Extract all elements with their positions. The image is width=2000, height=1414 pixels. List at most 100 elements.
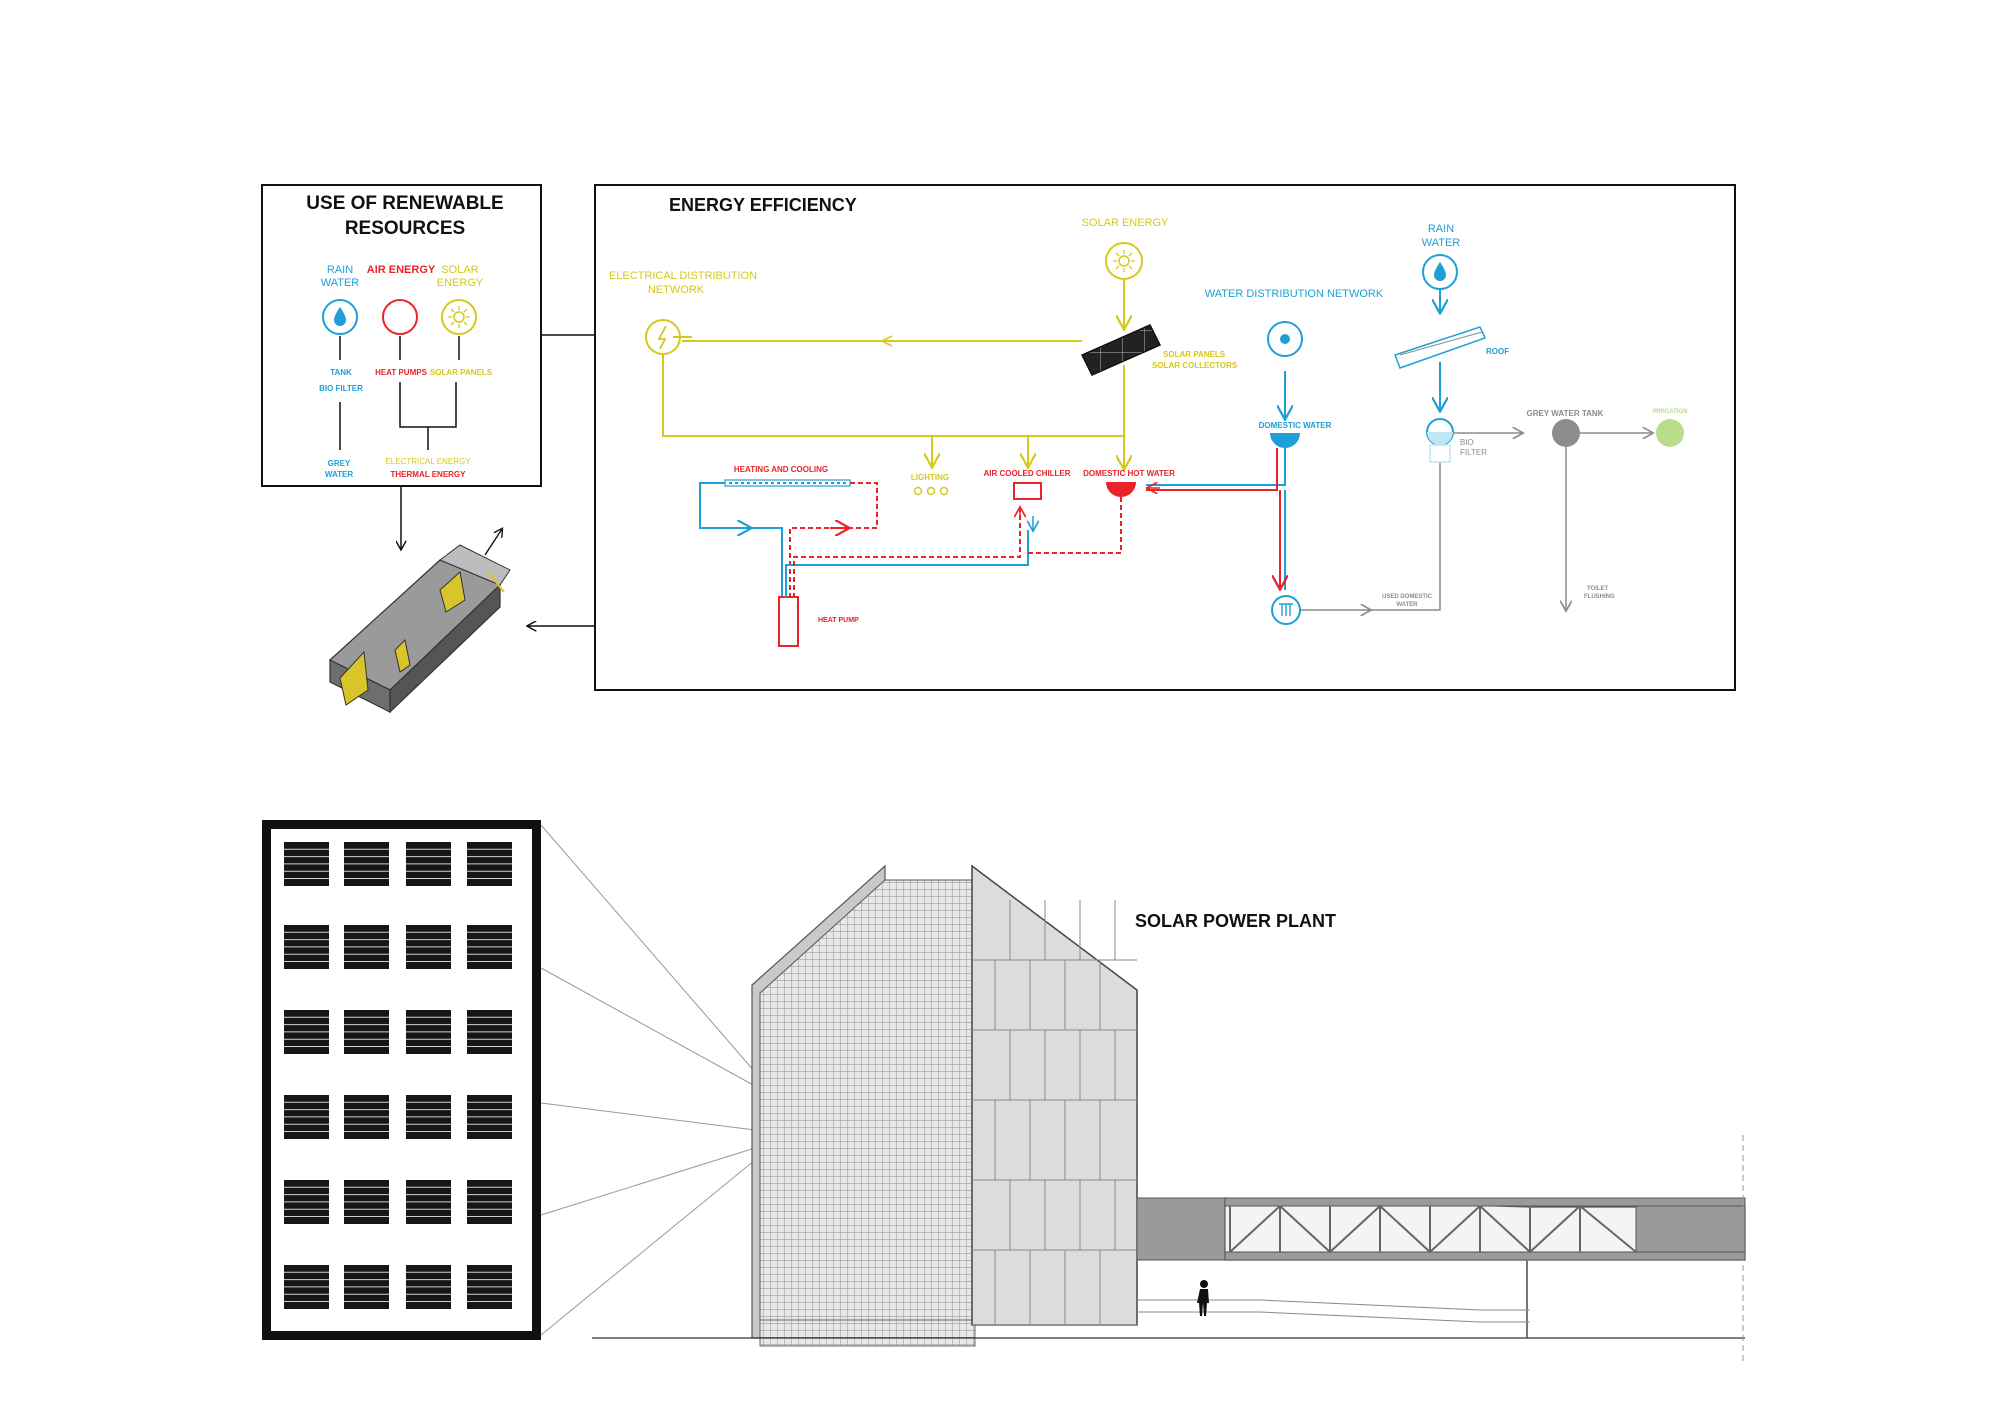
solar-cell xyxy=(284,842,329,886)
zoom-lines xyxy=(540,824,756,1336)
renewable-title-line1: USE OF RENEWABLE xyxy=(306,193,503,214)
hot-water-tank-icon xyxy=(1106,482,1136,497)
renewable-resources-panel: USE OF RENEWABLE RESOURCES RAIN WATER AI… xyxy=(261,184,542,487)
solar-cell xyxy=(284,1180,329,1224)
bridge-right-block xyxy=(1635,1205,1746,1253)
hot-return-line xyxy=(789,482,878,598)
air-energy-label: AIR ENERGY xyxy=(367,264,436,276)
roof-label: ROOF xyxy=(1486,347,1509,356)
solar-cell xyxy=(467,1265,512,1309)
heat-pump-label: HEAT PUMP xyxy=(818,617,859,624)
solar-cell xyxy=(284,925,329,969)
water-network-dot xyxy=(1280,334,1290,344)
facade-base xyxy=(759,1319,976,1347)
solar-cell xyxy=(467,1010,512,1054)
solar-cell xyxy=(344,1180,389,1224)
electrical-network-label-2: NETWORK xyxy=(648,284,705,296)
bridge-bottom-chord xyxy=(1224,1251,1746,1261)
panel-frame-inner xyxy=(271,829,532,1331)
water-network-label: WATER DISTRIBUTION NETWORK xyxy=(1205,288,1384,300)
rain-water-label-2: WATER xyxy=(1422,237,1461,249)
grey-water-tank-label: GREY WATER TANK xyxy=(1527,409,1604,418)
rain-water-label-1: RAIN xyxy=(1428,223,1454,235)
solar-energy-label-2: ENERGY xyxy=(437,277,484,289)
solar-energy-label-1: SOLAR xyxy=(441,264,478,276)
used-domestic-label-2: WATER xyxy=(1396,602,1418,608)
ramp-edge xyxy=(1137,1311,1530,1323)
solar-energy-label: SOLAR ENERGY xyxy=(1082,217,1169,229)
solar-cell xyxy=(467,925,512,969)
heatpump-chiller-red-line xyxy=(793,508,1021,598)
solar-cell xyxy=(467,1180,512,1224)
solar-collectors-label: SOLAR COLLECTORS xyxy=(1152,361,1238,370)
light-bulb-icon xyxy=(939,486,949,496)
lighting-label: LIGHTING xyxy=(911,473,949,482)
building-clad-tower xyxy=(971,864,1138,1326)
efficiency-title: ENERGY EFFICIENCY xyxy=(669,195,857,215)
axonometric-building-illustration xyxy=(328,529,511,714)
domestic-water-label: DOMESTIC WATER xyxy=(1259,421,1332,430)
grey-water-label-1: GREY xyxy=(328,459,351,468)
building-elevation: SOLAR POWER PLANT xyxy=(592,864,1746,1362)
lightning-bolt-icon xyxy=(657,325,667,350)
energy-merge-connector xyxy=(399,382,457,450)
domestic-hot-water-label: DOMESTIC HOT WATER xyxy=(1083,469,1175,478)
electrical-network-label-1: ELECTRICAL DISTRIBUTION xyxy=(609,270,757,282)
air-energy-circle-icon xyxy=(382,299,418,335)
ramp-rail xyxy=(1137,1299,1530,1311)
bio-filter-label-2: FILTER xyxy=(1460,448,1487,457)
solar-cell xyxy=(467,842,512,886)
rain-water-label-1: RAIN xyxy=(327,264,353,276)
air-cooled-chiller-label: AIR COOLED CHILLER xyxy=(983,469,1070,478)
solar-panel-icon xyxy=(1080,324,1162,376)
toilet-label-2: FLUSHING xyxy=(1584,594,1615,600)
solar-cell xyxy=(406,1095,451,1139)
bio-filter-fill xyxy=(1427,432,1453,445)
solar-cell xyxy=(406,1265,451,1309)
solar-cell xyxy=(284,1095,329,1139)
light-bulb-icon xyxy=(926,486,936,496)
solar-cell xyxy=(344,1095,389,1139)
solar-cell xyxy=(467,1095,512,1139)
bio-filter-label-1: BIO xyxy=(1460,438,1474,447)
toilet-label-1: TOILET xyxy=(1587,586,1609,592)
solar-cell xyxy=(284,1265,329,1309)
person-figure-icon xyxy=(1197,1280,1209,1316)
bio-filter-base xyxy=(1429,444,1451,463)
solar-cell xyxy=(406,842,451,886)
electrical-flow-arrowhead xyxy=(881,335,893,347)
bridge-top-chord xyxy=(1224,1197,1746,1207)
energy-efficiency-panel: ENERGY EFFICIENCY SOLAR ENERGY SOLAR PAN… xyxy=(594,184,1736,691)
solar-cell xyxy=(406,1010,451,1054)
solar-cell xyxy=(344,925,389,969)
bridge-left-block xyxy=(1136,1197,1226,1261)
domestic-to-hot-water-blue xyxy=(1146,448,1286,486)
renewable-box xyxy=(261,184,542,487)
tap-shape xyxy=(1279,603,1293,616)
heatpump-chiller-blue-line xyxy=(785,530,1029,598)
rain-drop-shape xyxy=(1434,262,1446,281)
roof-shading xyxy=(1399,331,1483,356)
grey-water-tank-icon xyxy=(1552,419,1580,447)
bio-filter-label: BIO FILTER xyxy=(319,384,363,393)
light-bulb-icon xyxy=(913,486,923,496)
solar-cell xyxy=(406,925,451,969)
rain-water-label-2: WATER xyxy=(321,277,360,289)
thermal-energy-label: THERMAL ENERGY xyxy=(391,470,467,479)
solar-cell xyxy=(344,842,389,886)
heat-pump-icon xyxy=(778,596,799,647)
heat-pumps-label: HEAT PUMPS xyxy=(375,368,428,377)
solar-panels-label: SOLAR PANELS xyxy=(430,368,493,377)
solar-cell xyxy=(344,1265,389,1309)
cladding-panels xyxy=(972,900,1137,1326)
irrigation-icon xyxy=(1656,419,1684,447)
cold-supply-line xyxy=(699,482,783,598)
hot-water-to-chiller-line xyxy=(1028,497,1122,554)
solar-panel-detail xyxy=(262,820,541,1340)
heating-cooling-label: HEATING AND COOLING xyxy=(734,465,828,474)
electrical-energy-label: ELECTRICAL ENERGY xyxy=(385,457,471,466)
solar-energy-sun-icon xyxy=(1105,242,1143,280)
sun-icon xyxy=(441,299,477,335)
used-domestic-label-1: USED DOMESTIC xyxy=(1382,594,1433,600)
